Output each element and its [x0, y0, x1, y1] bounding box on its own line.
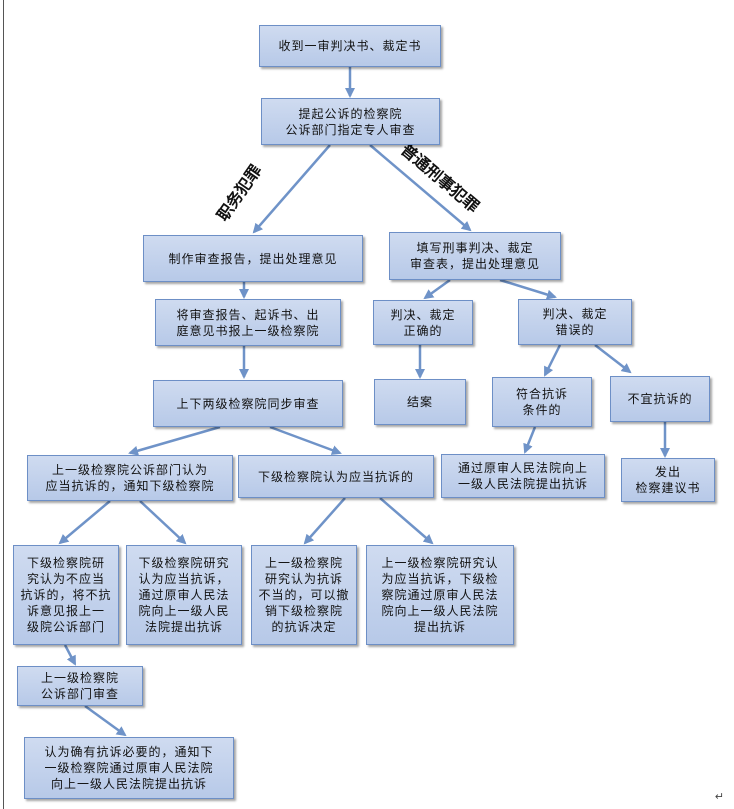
node-lower-protest: 下级检察院认为应当抗诉的: [238, 455, 434, 498]
arrow-fillform-correct: [423, 278, 451, 300]
node-meets-conditions: 符合抗诉 条件的: [492, 377, 592, 427]
arrow-meets-viacourt: [523, 426, 537, 454]
arrow-assign-report: [252, 144, 331, 234]
arrow-fillform-wrong: [499, 278, 557, 300]
node-upper-revoke: 上一级检察院 研究认为抗诉 不当的，可以撤 销下级检察院 的抗诉决定: [251, 545, 357, 645]
node-not-suitable: 不宜抗诉的: [610, 376, 710, 422]
node-fill-form: 填写刑事判决、裁定 审查表，提出处理意见: [389, 232, 561, 280]
node-lower-no-protest: 下级检察院研 究认为不应当 抗诉的，将不抗 诉意见报上一 级院公诉部门: [13, 545, 119, 645]
node-judgment-correct: 判决、裁定 正确的: [373, 300, 473, 345]
arrow-lowerprotest-uppernot: [303, 497, 346, 545]
arrow-upperreview-final: [84, 704, 127, 737]
node-submit-upper: 将审查报告、起诉书、出 庭意见书报上一级检察院: [155, 299, 341, 346]
node-sync-review: 上下两级检察院同步审查: [153, 380, 343, 427]
node-final-notify: 认为确有抗诉必要的，通知下 一级检察院通过原审人民法院 向上一级人民法院提出抗诉: [24, 737, 234, 799]
node-assign-reviewer: 提起公诉的检察院 公诉部门指定专人审查: [261, 98, 440, 145]
arrow-lowerprotest-upperyes: [379, 497, 434, 545]
node-judgment-wrong: 判决、裁定 错误的: [518, 299, 632, 345]
arrow-assign-fillform: [369, 144, 472, 232]
node-upper-notify: 上一级检察院公诉部门认为 应当抗诉的，通知下级检察院: [27, 455, 233, 501]
arrow-wrong-notsuitable: [594, 344, 632, 374]
arrow-uppernotify-lowerno: [58, 500, 111, 545]
node-upper-confirm: 上一级检察院研究认 为应当抗诉，下级检 察院通过原审人民法 院向上一级人民法院 …: [366, 545, 514, 645]
node-make-report: 制作审查报告，提出处理意见: [143, 235, 363, 282]
arrow-wrong-meets: [543, 344, 562, 377]
node-issue-advice: 发出 检察建议书: [621, 458, 715, 502]
arrow-sync-lowerprotest: [269, 425, 342, 455]
left-border-line: [3, 0, 4, 809]
arrow-uppernotify-loweryes: [139, 500, 187, 545]
node-receive-judgment: 收到一审判决书、裁定书: [259, 25, 441, 67]
arrow-sync-uppernotify: [128, 425, 221, 456]
arrow-lowerno-upperreview: [63, 644, 77, 666]
paragraph-mark: ↵: [714, 790, 724, 803]
node-via-original-court: 通过原审人民法院向上 一级人民法院提出抗诉: [441, 454, 605, 498]
node-upper-review: 上一级检察院 公诉部门审查: [17, 666, 143, 706]
node-lower-yes-protest: 下级检察院研究 认为应当抗诉， 通过原审人民法 院向上一级人民 法院提出抗诉: [126, 545, 242, 645]
node-close-case: 结案: [374, 379, 466, 425]
